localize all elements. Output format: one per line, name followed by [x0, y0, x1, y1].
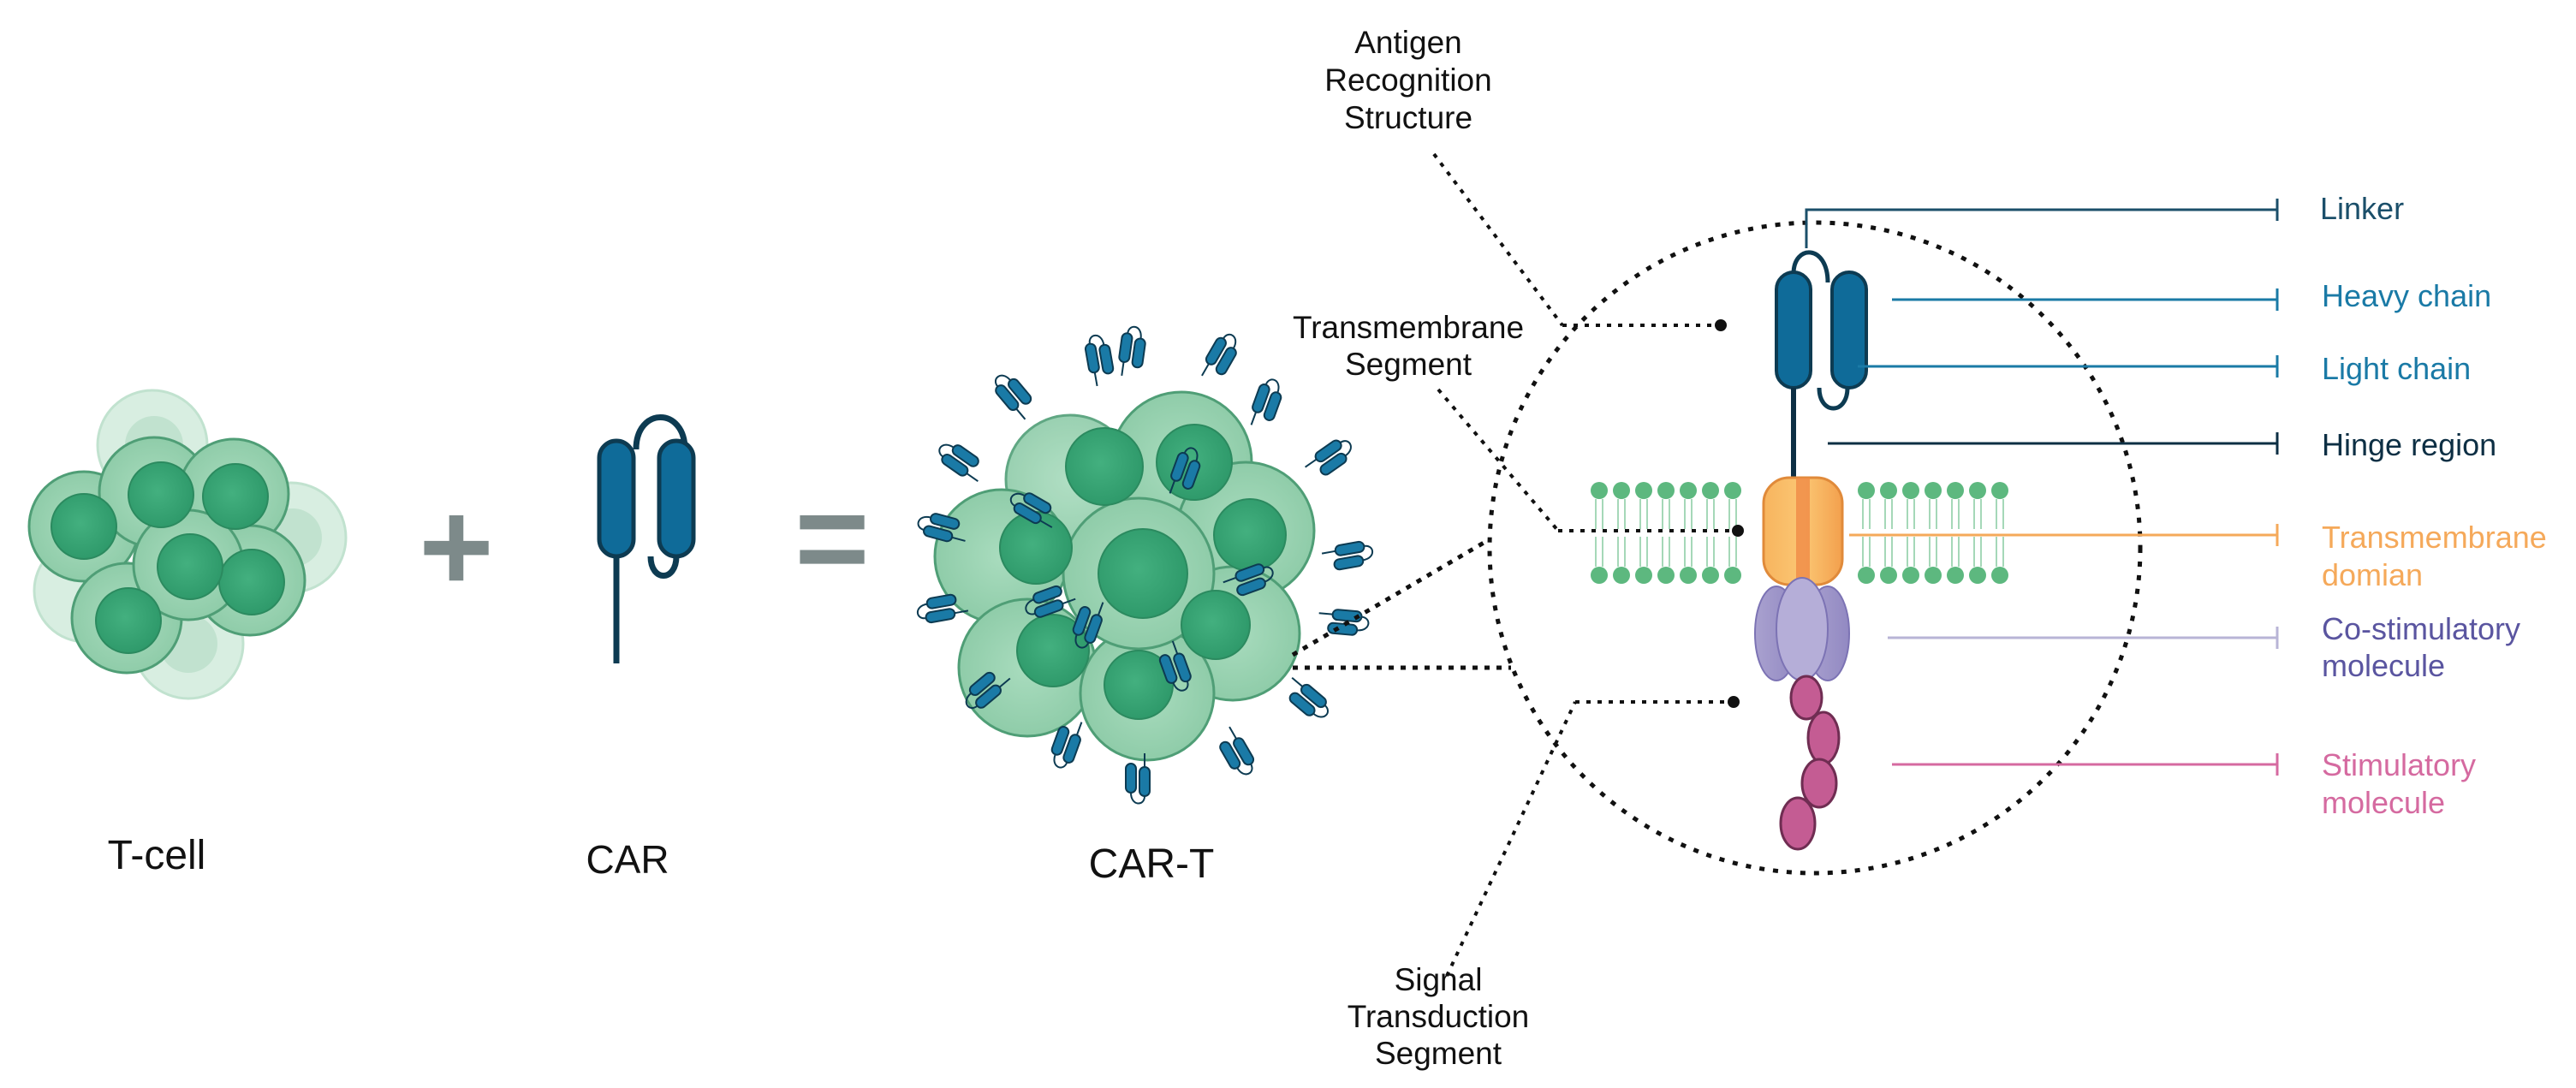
lipid-head: [1947, 482, 1964, 499]
linker-label: Linker: [2320, 191, 2404, 226]
antigen-callout: Antigen Recognition Structure: [1324, 25, 1491, 135]
lipid-tail: [1728, 499, 1737, 567]
lipid-head: [1858, 482, 1875, 499]
lipid-tail: [1595, 499, 1603, 567]
t-cell-cluster: [27, 389, 348, 700]
cell-membrane: [1591, 482, 2008, 584]
signal-callout: Signal Transduction Segment: [1347, 962, 1530, 1071]
lipid-head: [1969, 482, 1986, 499]
lipid-head: [1902, 482, 1919, 499]
car-label: CAR: [586, 837, 669, 882]
hinge-region-label: Hinge region: [2322, 427, 2496, 462]
stimulatory-label-2: molecule: [2322, 785, 2445, 820]
callout-dots: [1715, 319, 1744, 708]
light-chain-label: Light chain: [2322, 351, 2471, 386]
plus-sign: +: [419, 474, 494, 618]
transmembrane-domain-label-1: Transmembrane: [2322, 520, 2547, 555]
lipid-tail: [1907, 499, 1915, 567]
linker-loop: [1791, 250, 1830, 283]
heavy-chain-shape: [1775, 271, 1812, 389]
callout-lines: [1432, 152, 1738, 977]
lipid-tail: [1662, 499, 1670, 567]
lipid-tail: [1862, 499, 1871, 567]
lipid-head: [1591, 482, 1608, 499]
signal-callout-line-3: Segment: [1375, 1036, 1502, 1071]
antigen-callout-line-2: Recognition: [1324, 62, 1491, 98]
lipid-head: [1635, 482, 1652, 499]
heavy-chain-label: Heavy chain: [2322, 278, 2491, 313]
lipid-head: [1657, 482, 1675, 499]
car-detail-molecule: [1754, 250, 1868, 851]
transmembrane-callout-line-1: Transmembrane: [1293, 310, 1524, 345]
signal-callout-line-1: Signal: [1395, 962, 1483, 997]
transmembrane-domain-label-2: domian: [2322, 557, 2423, 592]
lipid-head: [1591, 567, 1608, 584]
equals-sign: =: [794, 466, 870, 609]
lipid-tail: [1617, 499, 1626, 567]
antigen-callout-line-3: Structure: [1344, 100, 1472, 135]
component-leader-lines: [1805, 199, 2279, 776]
costimulatory-shape: [1754, 577, 1850, 681]
lipid-head: [1613, 567, 1630, 584]
costimulatory-label-1: Co-stimulatory: [2322, 611, 2520, 646]
lipid-head: [1724, 567, 1741, 584]
lipid-head: [1724, 482, 1741, 499]
stimulatory-label-1: Stimulatory: [2322, 747, 2476, 782]
lipid-head: [1925, 482, 1942, 499]
lipid-tail: [1884, 499, 1893, 567]
lipid-head: [1880, 482, 1897, 499]
lipid-head: [1969, 567, 1986, 584]
transmembrane-callout: Transmembrane Segment: [1293, 310, 1524, 382]
lipid-head: [1858, 567, 1875, 584]
lipid-head: [1657, 567, 1675, 584]
lipid-head: [1925, 567, 1942, 584]
lipid-tail: [1684, 499, 1693, 567]
transmembrane-callout-line-2: Segment: [1345, 347, 1472, 382]
lipid-head: [1991, 482, 2008, 499]
car-t-label: CAR-T: [1089, 841, 1215, 887]
lipid-tail: [1973, 499, 1982, 567]
antigen-callout-line-1: Antigen: [1354, 25, 1462, 60]
lipid-head: [1635, 567, 1652, 584]
lipid-tail: [1951, 499, 1960, 567]
signal-callout-line-2: Transduction: [1347, 999, 1530, 1034]
detail-zoom-circle: [1487, 220, 2143, 876]
t-cell-label: T-cell: [108, 833, 206, 878]
lipid-head: [1680, 567, 1697, 584]
lipid-head: [1902, 567, 1919, 584]
lipid-tail: [1996, 499, 2004, 567]
zoom-connectors: [1291, 537, 1511, 670]
light-chain-shape: [1830, 271, 1868, 389]
component-labels: Linker Heavy chain Light chain Hinge reg…: [2320, 191, 2547, 820]
lipid-head: [1702, 482, 1719, 499]
lipid-head: [1702, 567, 1719, 584]
costimulatory-label-2: molecule: [2322, 648, 2445, 683]
stimulatory-shape: [1779, 675, 1841, 851]
lipid-head: [1947, 567, 1964, 584]
car-t-cell-cluster: [914, 324, 1376, 805]
car-molecule-icon: [597, 414, 696, 663]
lipid-head: [1613, 482, 1630, 499]
lipid-tail: [1639, 499, 1648, 567]
lipid-tail: [1929, 499, 1937, 567]
lipid-head: [1680, 482, 1697, 499]
lipid-head: [1880, 567, 1897, 584]
lipid-tail: [1706, 499, 1715, 567]
lipid-head: [1991, 567, 2008, 584]
